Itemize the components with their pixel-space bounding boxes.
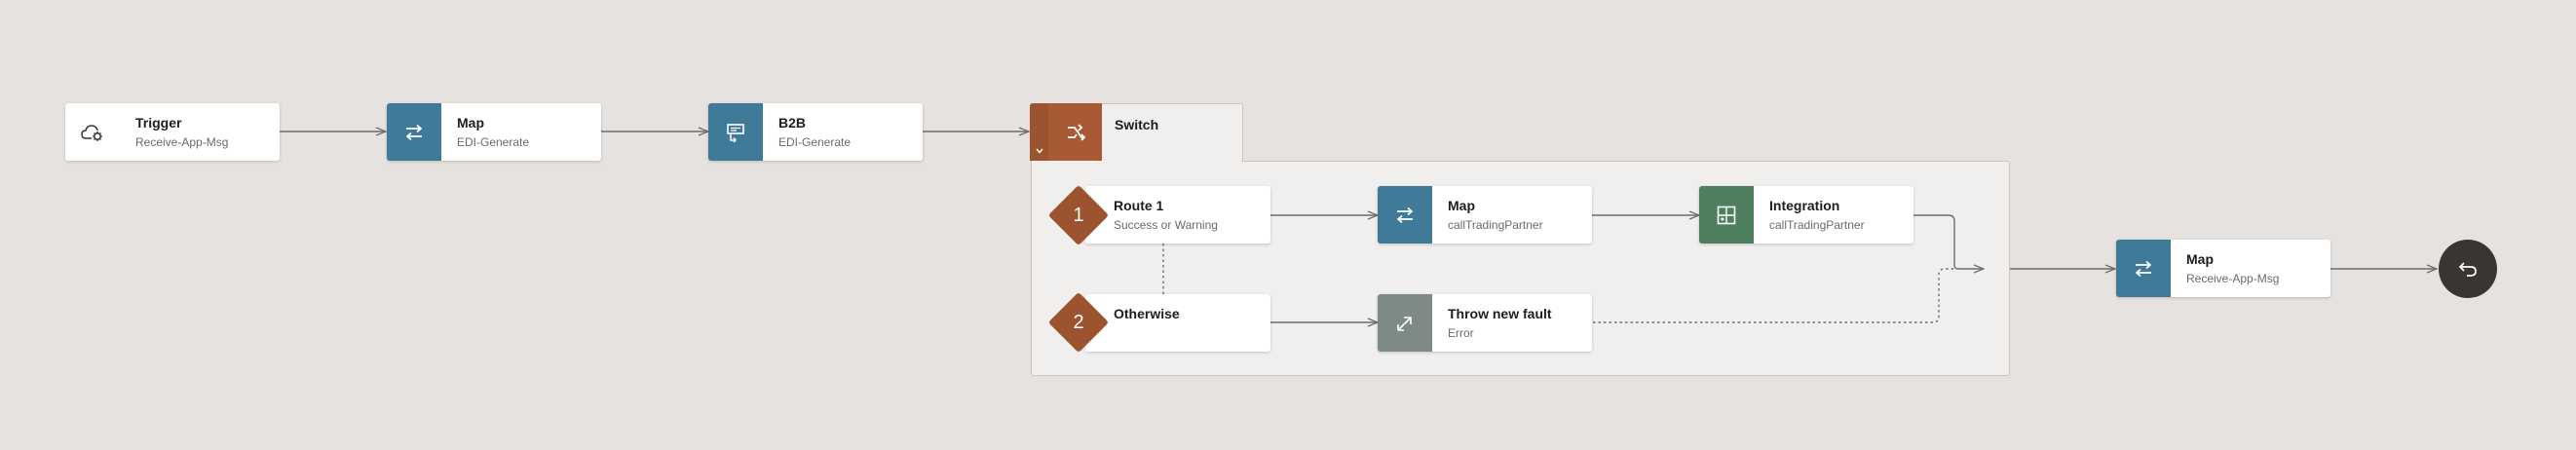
- node-title: Map: [457, 115, 484, 131]
- trigger-icon-tile: [65, 103, 120, 161]
- node-title: Map: [1448, 198, 1475, 213]
- swap-arrows-icon: [2135, 260, 2152, 277]
- integration-node[interactable]: Integration callTradingPartner: [1699, 186, 1913, 244]
- map-icon-tile: [1378, 186, 1432, 244]
- node-title: B2B: [778, 115, 807, 131]
- chevron-down-icon: [1035, 148, 1043, 154]
- swap-arrows-icon: [1396, 206, 1414, 223]
- node-subtitle: Success or Warning: [1114, 218, 1218, 232]
- trigger-node[interactable]: Trigger Receive-App-Msg: [65, 103, 280, 161]
- node-title: Map: [2186, 251, 2214, 267]
- route-1-number: 1: [1073, 204, 1084, 226]
- return-arrow-icon: [2458, 262, 2477, 277]
- integration-grid-icon: [1717, 206, 1736, 224]
- switch-icon-tile[interactable]: [1048, 103, 1102, 161]
- map-node-receive-app-msg[interactable]: Map Receive-App-Msg: [2116, 240, 2330, 297]
- switch-collapse-toggle[interactable]: [1030, 103, 1048, 161]
- cloud-gear-icon: [81, 124, 102, 141]
- b2b-node[interactable]: B2B EDI-Generate: [708, 103, 923, 161]
- node-subtitle: Receive-App-Msg: [2186, 272, 2280, 285]
- b2b-icon-tile: [708, 103, 763, 161]
- map-node-edi-generate[interactable]: Map EDI-Generate: [387, 103, 601, 161]
- switch-title: Switch: [1115, 117, 1159, 132]
- node-title: Route 1: [1114, 198, 1164, 213]
- node-subtitle: EDI-Generate: [778, 135, 852, 149]
- node-title: Throw new fault: [1448, 306, 1552, 321]
- node-title: Integration: [1769, 198, 1840, 213]
- swap-arrows-icon: [405, 124, 423, 140]
- connector-fault-merge: [1593, 268, 1954, 323]
- node-subtitle: Receive-App-Msg: [135, 135, 229, 149]
- otherwise-node[interactable]: Otherwise: [1085, 294, 1270, 352]
- node-subtitle: callTradingPartner: [1448, 218, 1543, 232]
- end-node[interactable]: [2439, 240, 2497, 298]
- switch-branch-icon: [1067, 123, 1085, 141]
- node-title: Trigger: [135, 115, 182, 131]
- route-1-node[interactable]: Route 1 Success or Warning: [1085, 186, 1270, 244]
- map-icon-tile: [387, 103, 441, 161]
- node-title: Otherwise: [1114, 306, 1180, 321]
- node-subtitle: EDI-Generate: [457, 135, 530, 149]
- integration-icon-tile: [1699, 186, 1754, 244]
- map-node-call-trading-partner[interactable]: Map callTradingPartner: [1378, 186, 1592, 244]
- node-subtitle: callTradingPartner: [1769, 218, 1865, 232]
- map-icon-tile: [2116, 240, 2171, 297]
- connector-integration-merge: [1913, 214, 1984, 269]
- node-subtitle: Error: [1448, 326, 1474, 340]
- throw-fault-node[interactable]: Throw new fault Error: [1378, 294, 1592, 352]
- b2b-document-icon: [727, 123, 744, 143]
- throw-arrow-icon: [1397, 316, 1412, 331]
- fault-icon-tile: [1378, 294, 1432, 352]
- route-2-number: 2: [1073, 311, 1084, 333]
